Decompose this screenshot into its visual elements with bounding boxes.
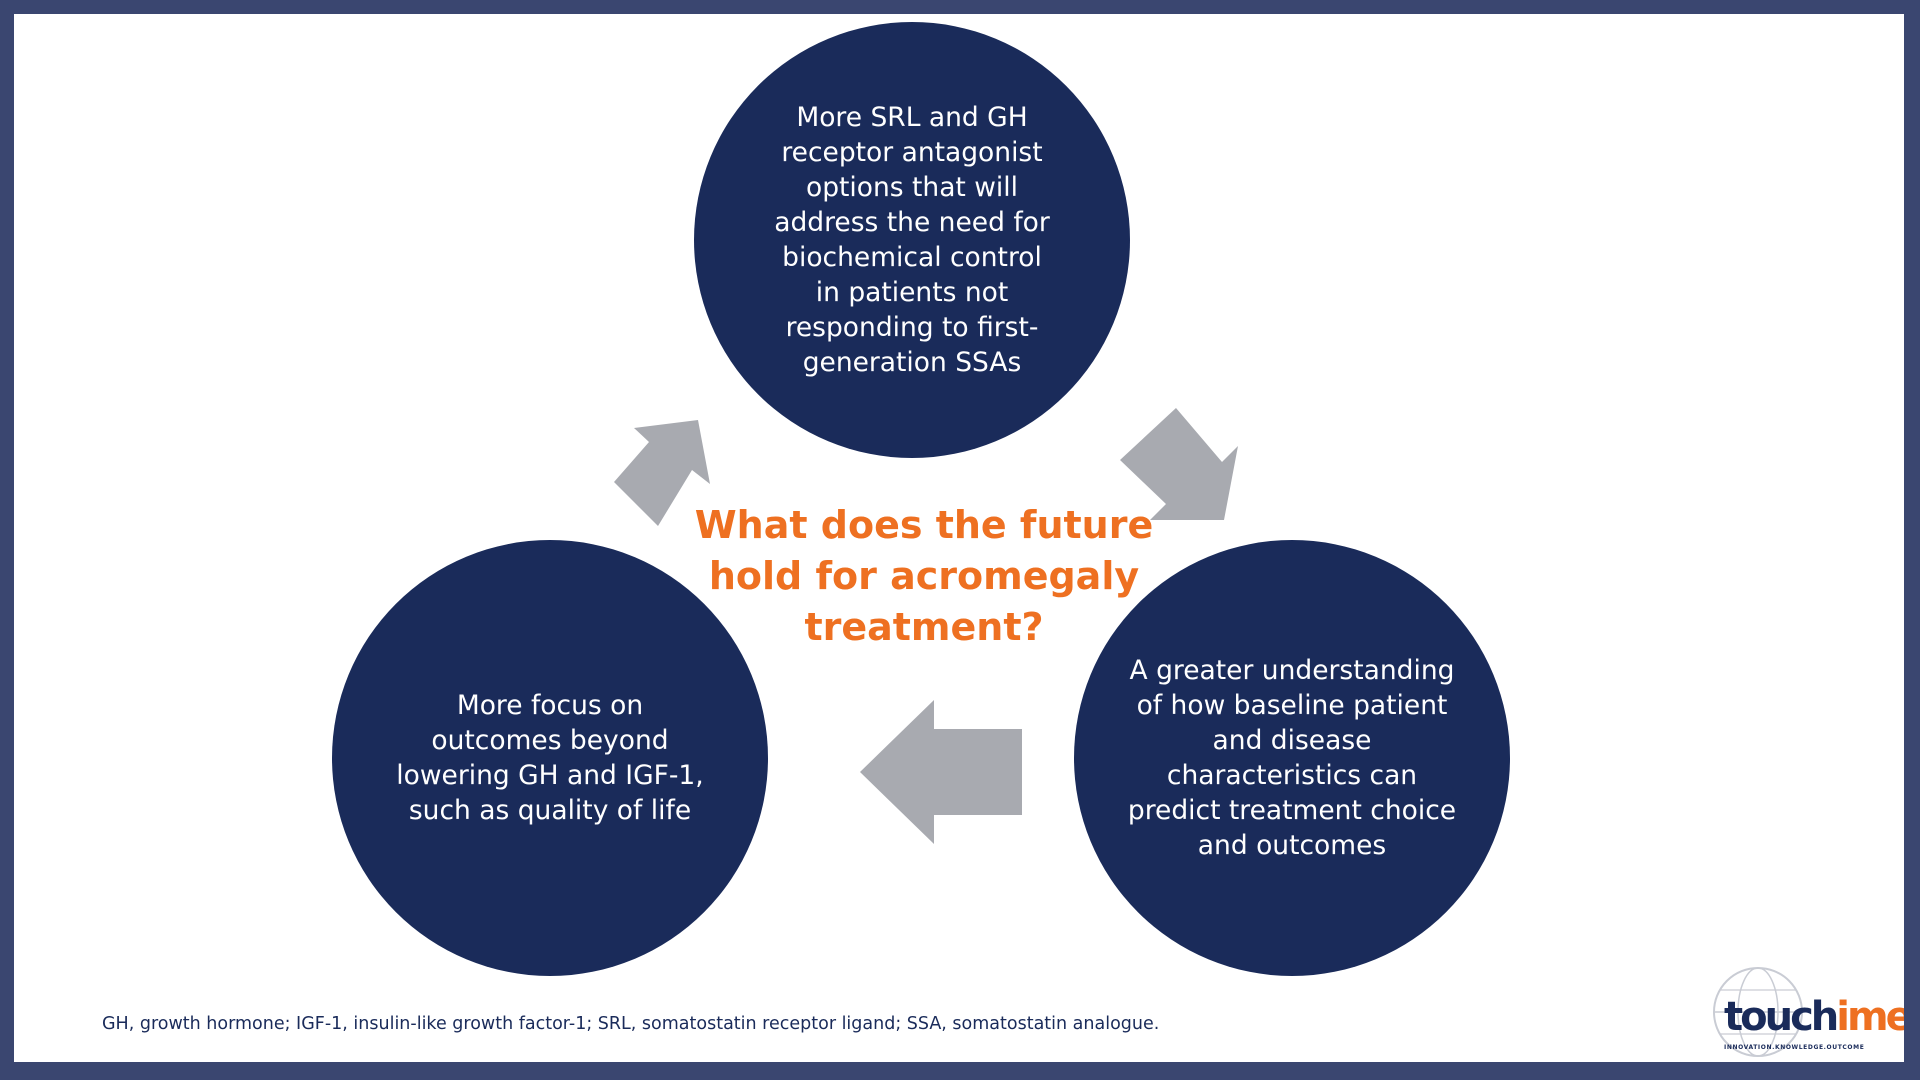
arrow-top-to-right-icon — [1120, 408, 1238, 520]
arrow-left-to-top-icon — [614, 420, 710, 526]
node-left-circle: More focus on outcomes beyond lowering G… — [332, 540, 768, 976]
node-top-circle: More SRL and GH receptor antagonist opti… — [694, 22, 1130, 458]
globe-icon — [1713, 967, 1803, 1057]
slide: More SRL and GH receptor antagonist opti… — [14, 14, 1904, 1062]
node-left-text: More focus on outcomes beyond lowering G… — [396, 690, 704, 826]
node-top-text: More SRL and GH receptor antagonist opti… — [774, 102, 1050, 378]
logo-wordmark: touchime — [1724, 994, 1904, 1040]
logo-tagline: INNOVATION.KNOWLEDGE.OUTCOME — [1724, 1044, 1865, 1051]
node-right-circle: A greater understanding of how baseline … — [1074, 540, 1510, 976]
central-question: What does the future hold for acromegaly… — [694, 503, 1154, 649]
touchime-logo: touchime INNOVATION.KNOWLEDGE.OUTCOME — [1708, 962, 1904, 1062]
arrow-right-to-left-icon — [860, 700, 1022, 844]
node-right-text: A greater understanding of how baseline … — [1127, 655, 1457, 861]
footnote: GH, growth hormone; IGF-1, insulin-like … — [102, 1014, 1160, 1034]
